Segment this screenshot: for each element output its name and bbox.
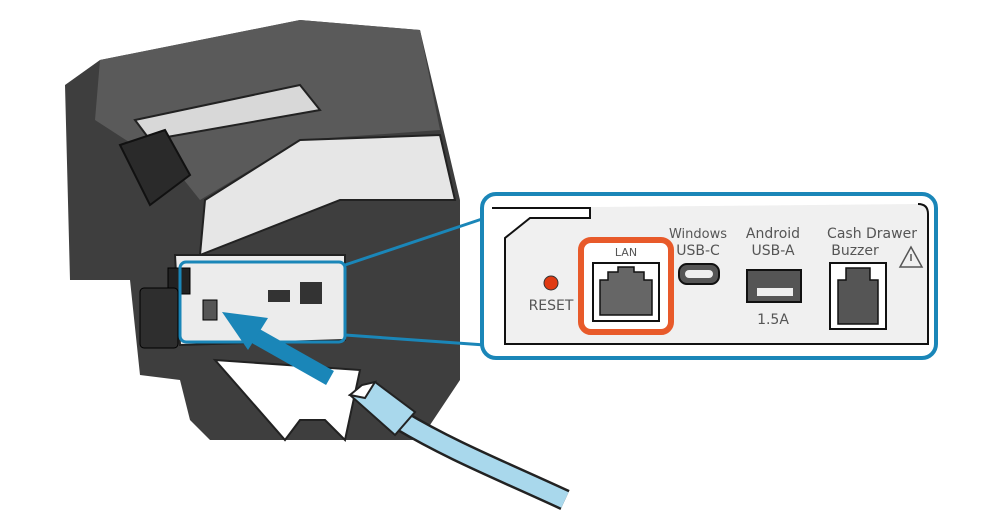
small-lan-port: [202, 299, 218, 321]
callout-line: [344, 216, 486, 267]
lan-label: LAN: [615, 246, 637, 259]
callout-line: [344, 333, 486, 347]
reset-label: RESET: [529, 298, 574, 314]
port-callout: RESET LAN Windows USB-C Android USB-A 1.…: [480, 192, 938, 360]
usba-port[interactable]: [746, 269, 802, 303]
reset-led[interactable]: [543, 275, 559, 291]
printer: [65, 20, 460, 443]
paper-exit-slot: [133, 83, 322, 142]
usba-label-line2: USB-A: [751, 243, 794, 259]
lan-cable: [347, 380, 570, 510]
drawer-label-line1: Cash Drawer: [827, 226, 917, 242]
cutter-button: [118, 128, 192, 207]
lan-port[interactable]: [599, 266, 653, 316]
power-inlet: [139, 287, 179, 349]
drawer-label-line2: Buzzer: [831, 243, 879, 259]
usba-current-label: 1.5A: [757, 312, 789, 328]
warning-triangle-icon: [898, 245, 924, 268]
small-rj12-port: [300, 282, 322, 304]
small-usba-port: [268, 290, 290, 302]
cash-drawer-port[interactable]: [837, 267, 879, 325]
usbc-label-line1: Windows: [669, 227, 727, 242]
usba-label-line1: Android: [746, 226, 800, 242]
insert-arrow: [222, 312, 334, 385]
usbc-label-line2: USB-C: [676, 243, 720, 259]
